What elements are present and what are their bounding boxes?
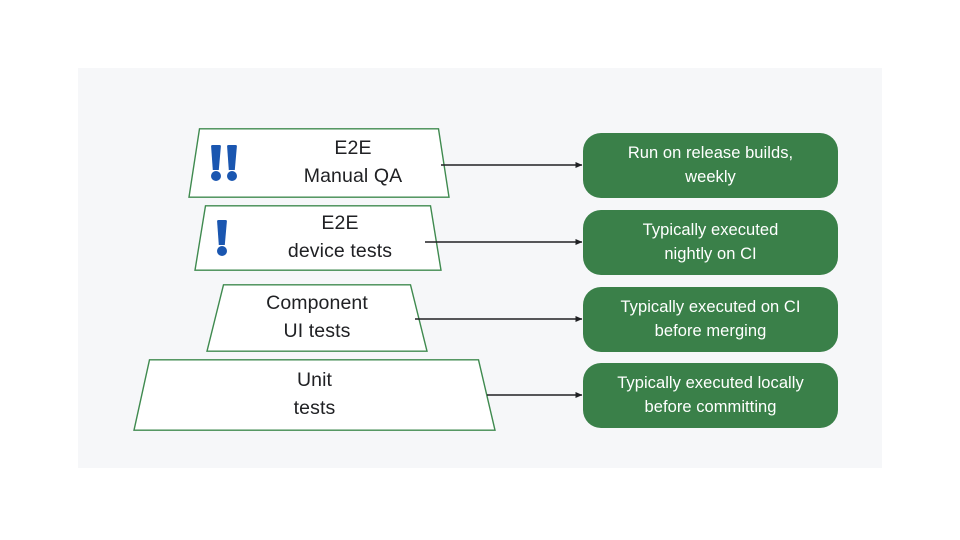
note-line2: nightly on CI [664, 244, 757, 263]
exclamation-mark-icon [210, 145, 221, 181]
note-box-component-ui-tests[interactable]: Typically executed on CI before merging [583, 287, 838, 352]
trapezoid-shape-e2e-manual-qa [188, 128, 450, 198]
exclamation-mark-icon [216, 220, 227, 256]
trapezoid-shape-e2e-device-tests [194, 205, 442, 271]
note-line2: weekly [685, 167, 736, 186]
trapezoid-shape-component-ui-tests [206, 284, 428, 352]
note-line1: Typically executed [642, 221, 779, 240]
note-line2: before merging [654, 321, 767, 340]
note-line1: Typically executed on CI [620, 298, 801, 317]
note-line1: Run on release builds, [627, 144, 794, 163]
note-box-unit-tests[interactable]: Typically executed locally before commit… [583, 363, 838, 428]
trapezoid-shape-unit-tests [133, 359, 496, 431]
note-line1: Typically executed locally [617, 374, 804, 393]
note-line2: before committing [644, 397, 777, 416]
note-box-device-tests[interactable]: Typically executed nightly on CI [583, 210, 838, 275]
note-box-manual-qa[interactable]: Run on release builds, weekly [583, 133, 838, 198]
severity-icons-e2e-device-tests [216, 220, 227, 256]
severity-icons-e2e-manual-qa [210, 145, 237, 181]
exclamation-mark-icon [226, 145, 237, 181]
